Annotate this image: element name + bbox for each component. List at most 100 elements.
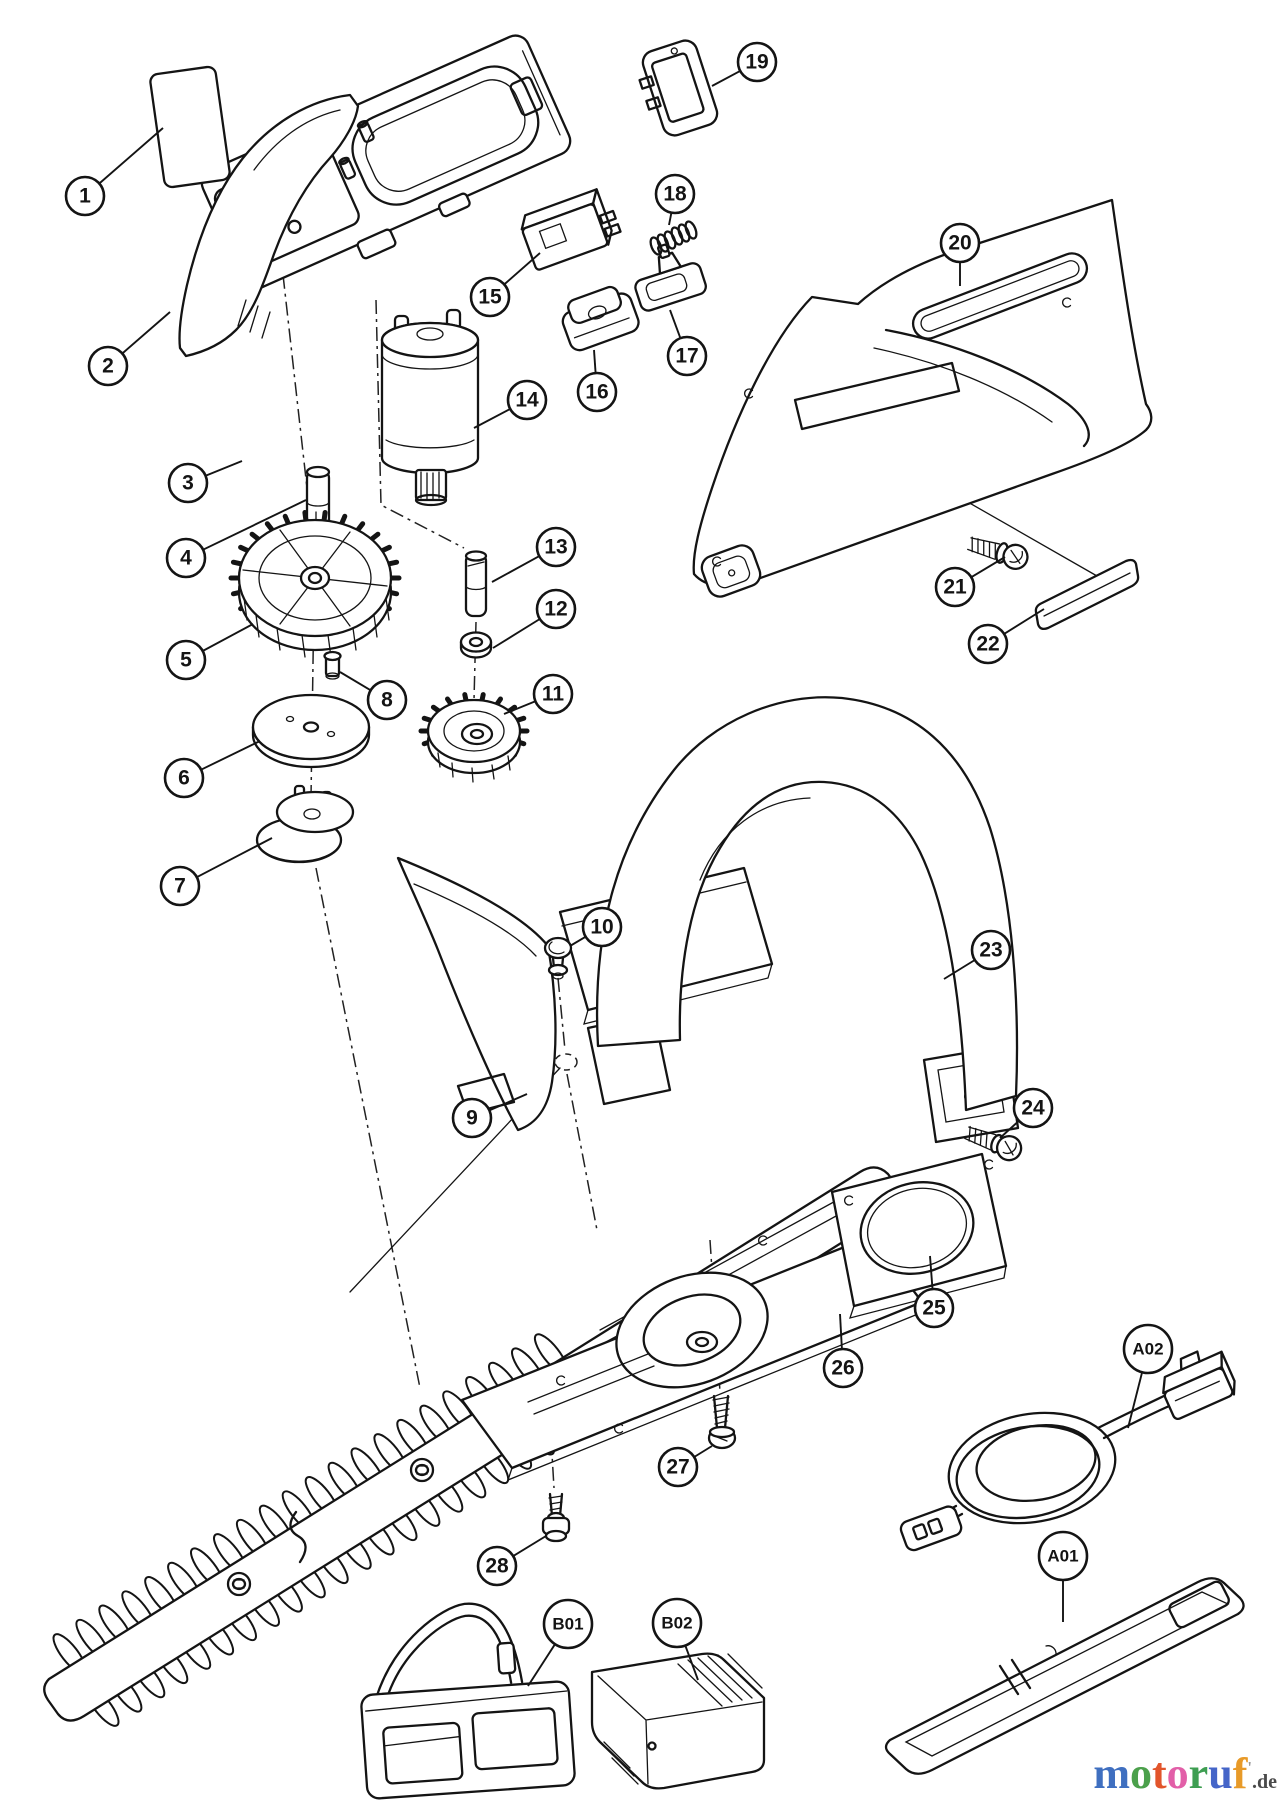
callout-B02: B02: [651, 1597, 703, 1681]
logo-letter: r: [1188, 1749, 1209, 1798]
svg-text:18: 18: [663, 183, 687, 206]
svg-text:B01: B01: [552, 1615, 583, 1634]
part-1-sticker: [149, 65, 231, 189]
svg-text:14: 14: [515, 389, 539, 412]
svg-text:11: 11: [542, 683, 565, 706]
svg-text:26: 26: [831, 1357, 854, 1380]
svg-text:12: 12: [544, 598, 567, 621]
logo-letter: t: [1152, 1749, 1167, 1798]
svg-text:16: 16: [585, 381, 608, 404]
callout-A02: A02: [1122, 1323, 1174, 1429]
part-a02-adapter-cable: [899, 1350, 1236, 1552]
logo-suffix: .de: [1252, 1771, 1277, 1793]
svg-text:9: 9: [466, 1107, 478, 1130]
callout-2: 2: [87, 311, 171, 387]
callout-17: 17: [666, 309, 708, 377]
part-13-shaft: [464, 550, 488, 618]
part-19-plug: [638, 39, 719, 137]
part-10-guard-bolt: [543, 936, 573, 980]
logo-letter: ': [1247, 1757, 1252, 1777]
part-27-screw: [707, 1394, 737, 1450]
callout-27: 27: [657, 1445, 713, 1488]
part-12-washer: [459, 631, 493, 659]
callout-13: 13: [491, 526, 577, 583]
logo-letter: o: [1166, 1749, 1189, 1798]
callout-15: 15: [469, 252, 541, 318]
logo-letter: o: [1130, 1749, 1153, 1798]
callout-26: 26: [822, 1313, 864, 1389]
part-17-trigger-lever: [634, 243, 707, 312]
part-28-bolt: [541, 1492, 571, 1543]
callout-4: 4: [165, 499, 307, 579]
logo-letter: m: [1093, 1749, 1131, 1798]
part-blade-assembly: [43, 1166, 903, 1727]
alignment-hole-mark: [554, 1053, 578, 1071]
callout-19: 19: [711, 41, 778, 87]
part-b01-battery-pack: [360, 1602, 576, 1800]
part-11-pinion-gear: [418, 692, 530, 783]
svg-text:B02: B02: [661, 1614, 692, 1633]
part-5-main-gear: [228, 510, 402, 658]
motoruf-logo: motoruf'.de: [1093, 1752, 1277, 1796]
part-chassis-frame: [200, 34, 572, 290]
callout-11: 11: [503, 673, 574, 715]
svg-text:3: 3: [182, 472, 194, 495]
part-7-cam-plate: [255, 784, 355, 864]
svg-text:20: 20: [948, 232, 971, 255]
callout-18: 18: [654, 173, 696, 226]
svg-text:2: 2: [102, 355, 114, 378]
callout-10: 10: [569, 906, 623, 948]
svg-text:15: 15: [478, 286, 502, 309]
svg-text:21: 21: [943, 576, 967, 599]
logo-wordmark: motoruf': [1093, 1749, 1252, 1798]
svg-text:19: 19: [745, 51, 768, 74]
part-25-cover-plate: [830, 1152, 1008, 1319]
callout-8: 8: [339, 671, 408, 721]
callout-9: 9: [451, 1093, 528, 1139]
callout-1: 1: [64, 127, 164, 217]
callout-5: 5: [165, 623, 254, 681]
svg-text:A02: A02: [1132, 1340, 1163, 1359]
callout-20: 20: [939, 222, 981, 286]
callout-12: 12: [492, 588, 577, 649]
callout-23: 23: [943, 929, 1012, 980]
callout-14: 14: [473, 379, 548, 429]
svg-text:5: 5: [180, 649, 192, 672]
part-15-switch: [520, 188, 622, 271]
part-26-blade-bed-plate: [460, 1234, 924, 1482]
callout-6: 6: [163, 740, 261, 799]
part-2-housing-cover: [178, 93, 360, 358]
part-14-motor: [380, 308, 480, 507]
svg-text:17: 17: [675, 345, 698, 368]
callout-7: 7: [159, 837, 273, 907]
callout-22: 22: [967, 608, 1045, 665]
callout-25: 25: [913, 1255, 955, 1329]
svg-text:6: 6: [178, 767, 190, 790]
svg-text:23: 23: [979, 939, 1002, 962]
svg-text:7: 7: [174, 875, 186, 898]
svg-text:24: 24: [1021, 1097, 1045, 1120]
part-b02-charger: [590, 1652, 766, 1790]
svg-text:8: 8: [381, 689, 393, 712]
part-a01-blade-sheath: [884, 1577, 1245, 1775]
svg-text:4: 4: [180, 547, 192, 570]
logo-letter: f: [1232, 1749, 1248, 1798]
svg-text:A01: A01: [1047, 1547, 1078, 1566]
part-23-loop-handle: [586, 696, 1020, 1144]
callout-16: 16: [576, 349, 618, 413]
part-16-lock-button: [561, 285, 640, 352]
svg-text:28: 28: [485, 1555, 509, 1578]
part-20-handle-housing: [692, 198, 1153, 598]
callout-B01: B01: [527, 1598, 594, 1687]
part-24-screw: [964, 1125, 1023, 1162]
part-6-drive-disc: [251, 693, 371, 769]
callout-28: 28: [476, 1535, 547, 1587]
svg-text:10: 10: [590, 916, 613, 939]
part-18-spring: [649, 220, 698, 256]
logo-letter: u: [1208, 1749, 1233, 1798]
part-8-set-screw: [323, 650, 342, 680]
svg-text:25: 25: [922, 1297, 946, 1320]
callout-3: 3: [167, 460, 243, 504]
